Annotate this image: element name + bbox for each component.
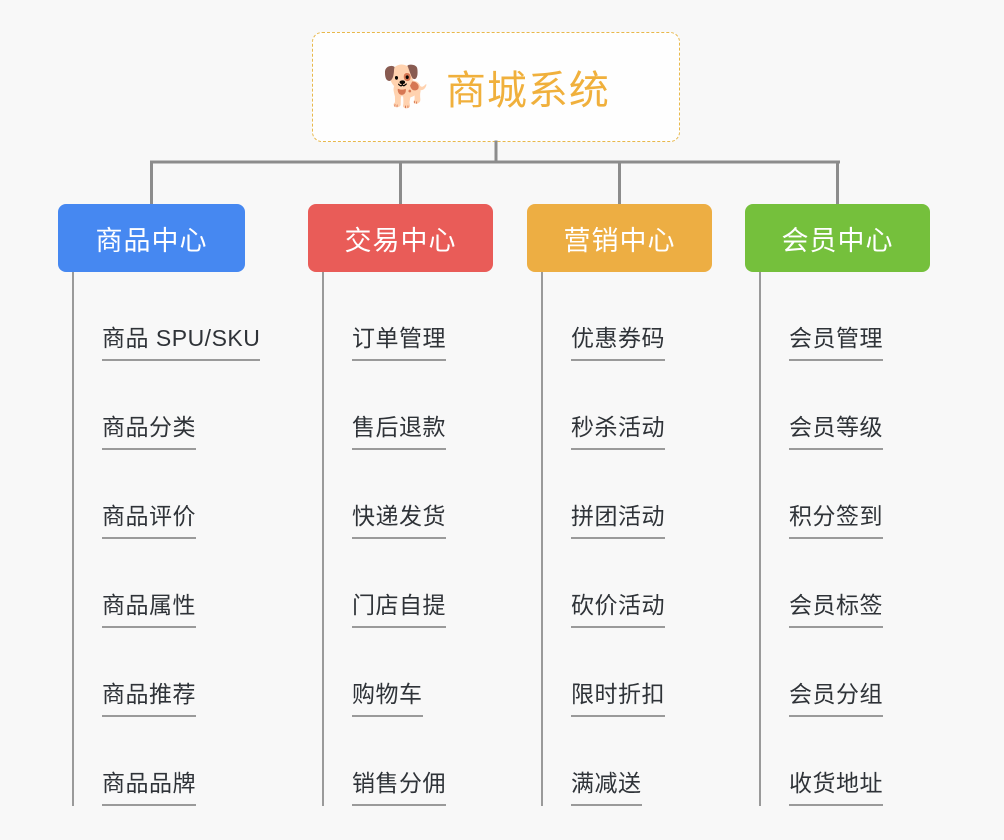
leaf-item-label: 优惠券码 (571, 327, 665, 361)
leaf-list-member-center: 会员管理会员等级积分签到会员标签会员分组收货地址 (745, 272, 930, 806)
leaf-item-label: 商品品牌 (102, 772, 196, 806)
leaf-item-label: 满减送 (571, 772, 642, 806)
leaf-item-label: 门店自提 (352, 594, 446, 628)
leaf-item-label: 积分签到 (789, 505, 883, 539)
leaf-item-label: 商品推荐 (102, 683, 196, 717)
category-label: 会员中心 (781, 225, 894, 256)
category-column-member-center: 会员中心会员管理会员等级积分签到会员标签会员分组收货地址 (745, 204, 930, 806)
leaf-trunk-line (759, 272, 761, 806)
root-node[interactable]: 🐕 商城系统 (312, 32, 680, 142)
leaf-item[interactable]: 会员等级 (745, 361, 930, 450)
leaf-item-label: 拼团活动 (571, 505, 665, 539)
leaf-item-label: 收货地址 (789, 772, 883, 806)
leaf-item-label: 会员标签 (789, 594, 883, 628)
leaf-item-label: 售后退款 (352, 416, 446, 450)
leaf-item[interactable]: 商品推荐 (58, 628, 245, 717)
leaf-item[interactable]: 会员分组 (745, 628, 930, 717)
category-box-marketing-center[interactable]: 营销中心 (527, 204, 712, 272)
leaf-item[interactable]: 砍价活动 (527, 539, 712, 628)
leaf-item[interactable]: 门店自提 (308, 539, 493, 628)
leaf-item[interactable]: 拼团活动 (527, 450, 712, 539)
leaf-item[interactable]: 订单管理 (308, 272, 493, 361)
leaf-item-label: 商品分类 (102, 416, 196, 450)
leaf-item[interactable]: 满减送 (527, 717, 712, 806)
leaf-item-label: 订单管理 (352, 327, 446, 361)
leaf-trunk-line (72, 272, 74, 806)
leaf-item[interactable]: 商品评价 (58, 450, 245, 539)
leaf-item[interactable]: 秒杀活动 (527, 361, 712, 450)
leaf-item-label: 购物车 (352, 683, 423, 717)
leaf-item-label: 限时折扣 (571, 683, 665, 717)
leaf-item-label: 会员等级 (789, 416, 883, 450)
leaf-item-label: 商品 SPU/SKU (102, 327, 261, 361)
leaf-trunk-line (541, 272, 543, 806)
leaf-item[interactable]: 销售分佣 (308, 717, 493, 806)
leaf-item[interactable]: 优惠券码 (527, 272, 712, 361)
leaf-item[interactable]: 会员管理 (745, 272, 930, 361)
leaf-item[interactable]: 限时折扣 (527, 628, 712, 717)
leaf-item[interactable]: 快递发货 (308, 450, 493, 539)
leaf-list-marketing-center: 优惠券码秒杀活动拼团活动砍价活动限时折扣满减送 (527, 272, 712, 806)
leaf-item[interactable]: 售后退款 (308, 361, 493, 450)
shiba-dog-icon: 🐕 (382, 65, 432, 109)
leaf-item[interactable]: 商品 SPU/SKU (58, 272, 261, 361)
category-label: 交易中心 (344, 225, 457, 256)
category-box-member-center[interactable]: 会员中心 (745, 204, 930, 272)
leaf-item-label: 砍价活动 (571, 594, 665, 628)
leaf-item-label: 销售分佣 (352, 772, 446, 806)
category-label: 商品中心 (95, 225, 208, 256)
leaf-item-label: 秒杀活动 (571, 416, 665, 450)
leaf-list-trade-center: 订单管理售后退款快递发货门店自提购物车销售分佣 (308, 272, 493, 806)
category-box-product-center[interactable]: 商品中心 (58, 204, 245, 272)
category-column-product-center: 商品中心商品 SPU/SKU 商品分类商品评价商品属性商品推荐商品品牌 (58, 204, 261, 806)
leaf-trunk-line (322, 272, 324, 806)
leaf-item[interactable]: 购物车 (308, 628, 493, 717)
leaf-item[interactable]: 商品分类 (58, 361, 245, 450)
leaf-item-label: 快递发货 (352, 505, 446, 539)
leaf-item-label: 会员分组 (789, 683, 883, 717)
leaf-item[interactable]: 收货地址 (745, 717, 930, 806)
leaf-item-label: 商品属性 (102, 594, 196, 628)
leaf-item[interactable]: 商品属性 (58, 539, 245, 628)
leaf-item-label: 会员管理 (789, 327, 883, 361)
category-column-marketing-center: 营销中心优惠券码秒杀活动拼团活动砍价活动限时折扣满减送 (527, 204, 712, 806)
leaf-item-label: 商品评价 (102, 505, 196, 539)
leaf-item[interactable]: 会员标签 (745, 539, 930, 628)
root-title: 商城系统 (445, 69, 610, 113)
category-column-trade-center: 交易中心订单管理售后退款快递发货门店自提购物车销售分佣 (308, 204, 493, 806)
category-box-trade-center[interactable]: 交易中心 (308, 204, 493, 272)
leaf-list-product-center: 商品 SPU/SKU 商品分类商品评价商品属性商品推荐商品品牌 (58, 272, 261, 806)
leaf-item[interactable]: 积分签到 (745, 450, 930, 539)
category-label: 营销中心 (563, 225, 676, 256)
leaf-item[interactable]: 商品品牌 (58, 717, 245, 806)
